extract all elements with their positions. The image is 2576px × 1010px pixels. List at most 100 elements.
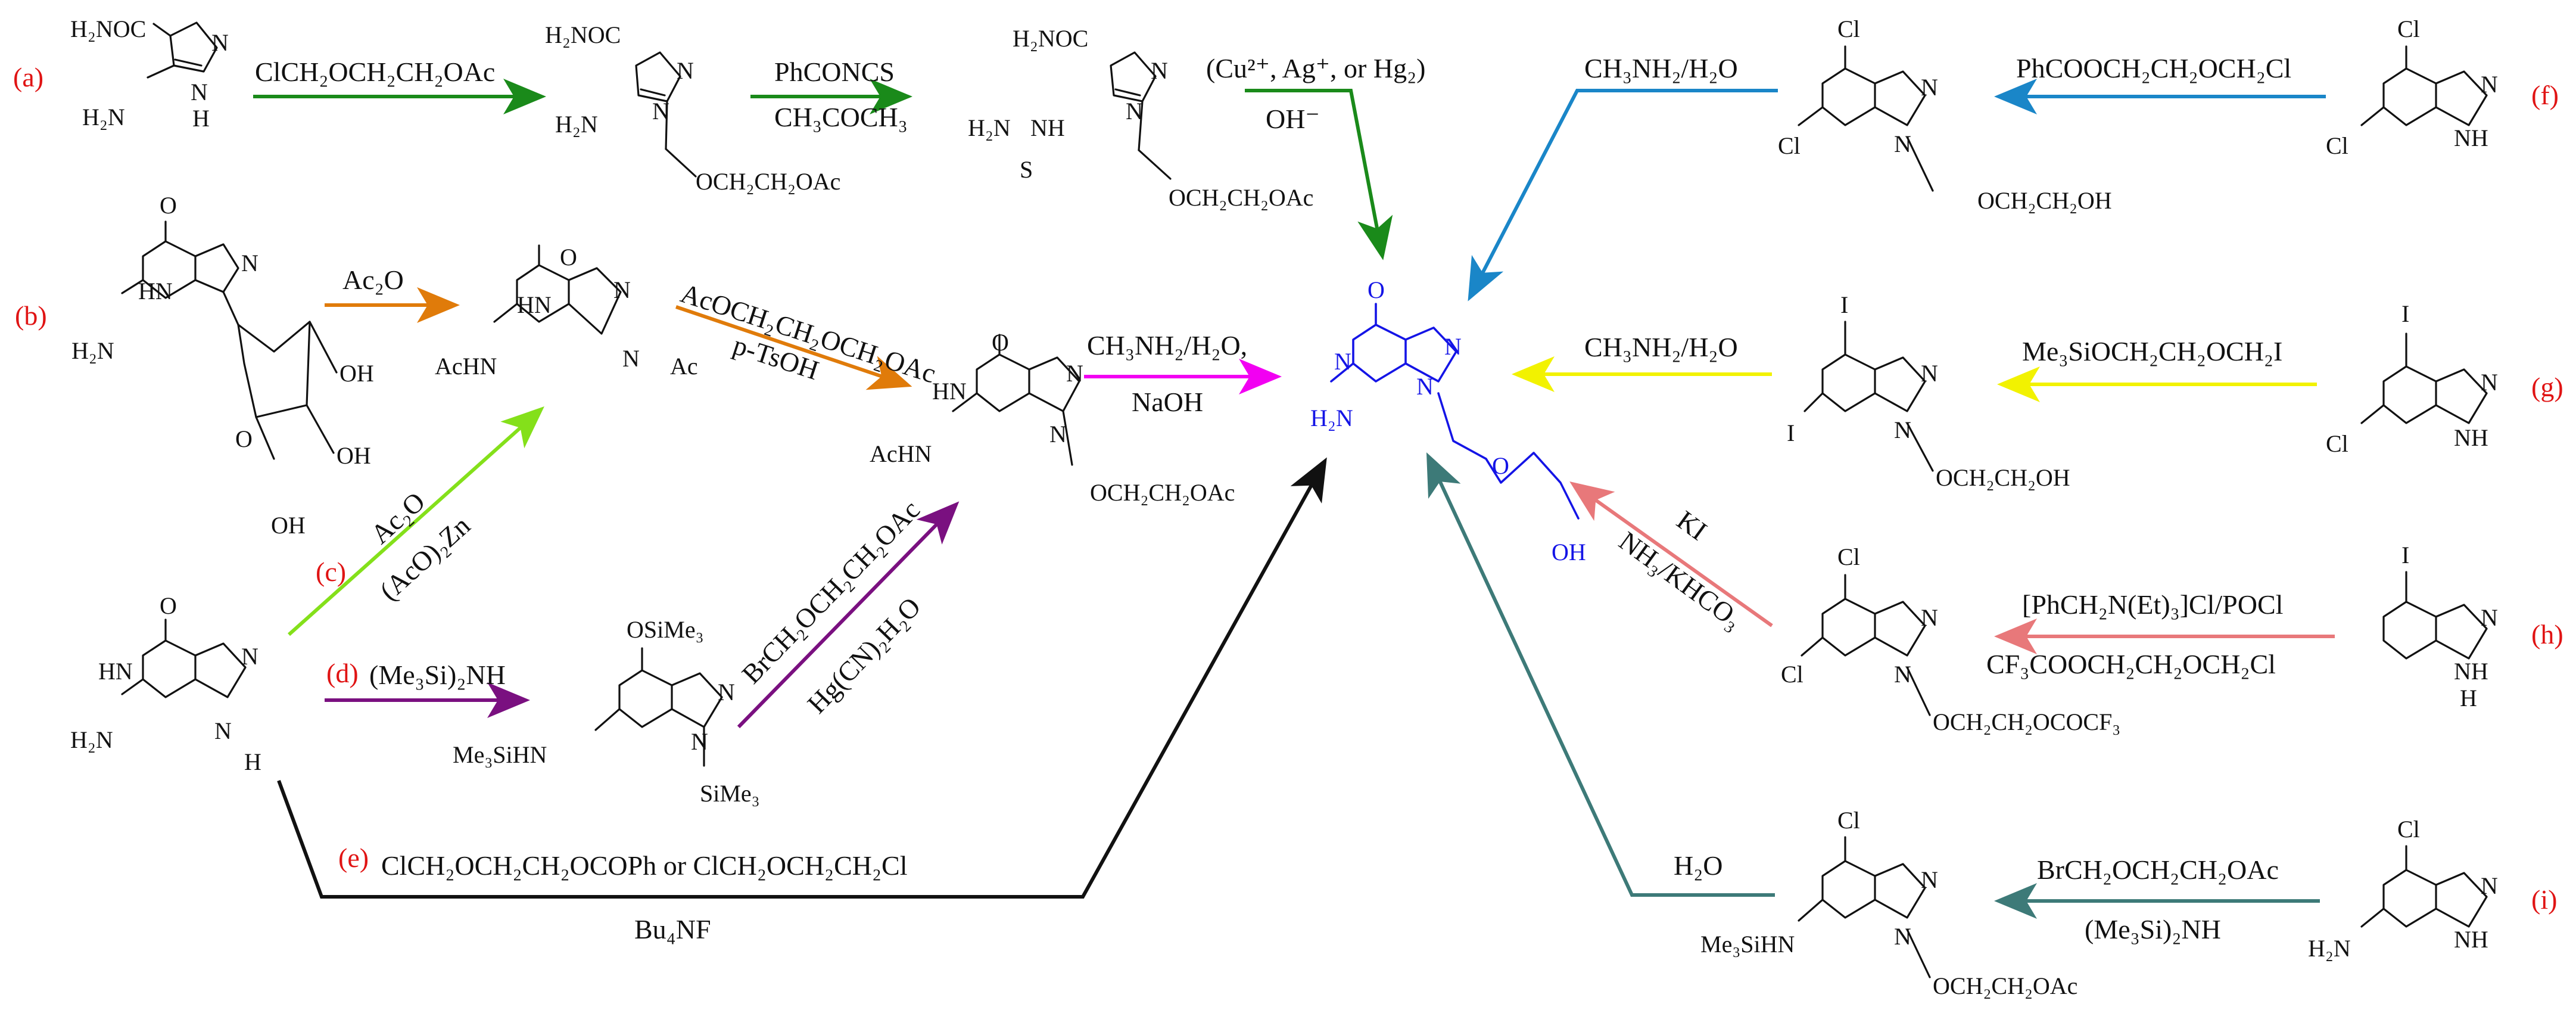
iodochloropurine: I Cl N NH [2326,300,2498,457]
arrow-e [277,457,1327,899]
ring-n: N [1444,333,1462,360]
chloro: Cl [2326,430,2348,457]
amino-group: H₂N [82,104,125,130]
carboxamide-group: H₂NOC [545,21,621,48]
reagent-g-step2: CH₃NH₂/H₂O [1584,332,1738,362]
ring-n: N [652,98,669,125]
reagent-b-step3-bottom: NaOH [1132,387,1203,417]
arrow-d-step2 [737,501,960,729]
amino-group: H₂N [70,726,113,753]
acetamido-group: AcHN [870,440,932,467]
hydroxyl: OH [337,442,371,469]
hydroxyl: OH [271,512,306,539]
ring-n: N [1049,421,1067,447]
chloro: Cl [1778,132,1801,159]
ring-hn: HN [98,658,133,685]
route-label-g: (g) [2531,372,2563,402]
silyl-group: SiMe₃ [700,780,760,807]
protected-acyclovir: O HN AcHN N N OCH₂CH₂OAc [870,329,1235,506]
side-chain: OCH₂CH₂OH [1936,464,2070,491]
silylamino-group: Me₃SiHN [1700,931,1795,958]
thiourea-intermediate: H₂NOC H₂N NH S N N OCH₂CH₂OAc [968,25,1313,211]
ring-n: N [241,250,258,276]
ring-n: N [1894,661,1911,688]
chloro: Cl [1837,15,1860,42]
carboxamide-group: H₂NOC [70,15,146,42]
carbonyl-o: O [560,244,577,271]
silylamino-group: Me₃SiHN [453,741,547,768]
ring-n: N [1894,130,1911,157]
thiourea-amine: H₂N [968,114,1011,141]
carbonyl-o: O [160,592,177,619]
reagent-g-step1: Me₃SiOCH₂CH₂OCH₂I [2022,336,2282,366]
amino-group: H₂N [1310,405,1353,431]
ether-o: O [1492,452,1509,479]
iodo: I [2401,300,2409,327]
reagent-b-step3-top: CH₃NH₂/H₂O, [1087,330,1247,361]
ring-n: N [677,57,694,84]
carbonyl-o: O [992,329,1009,356]
reagent-a-step3-top: (Cu²⁺, Ag⁺, or Hg₂) [1206,53,1425,83]
ring-n: N [1921,866,1938,893]
ring-n: N [1894,923,1911,950]
ring-n: N [1066,360,1083,387]
route-label-e: (e) [338,843,369,873]
amino-group: H₂N [555,111,598,138]
chloro: Cl [2397,816,2420,843]
arrow-f-step2 [1468,89,1778,302]
reagent-f-step2: CH₃NH₂/H₂O [1584,53,1738,83]
reagent-a-step2-bottom: CH₃COCH₃ [774,102,908,132]
route-label-b: (b) [15,300,47,331]
ring-n: N [1921,604,1938,631]
chloro: Cl [2397,15,2420,42]
reagent-a-step1: ClCH₂OCH₂CH₂OAc [255,57,495,87]
iodopurine: I N NH H [2382,542,2498,711]
ring-n: N [214,717,232,744]
ring-n: N [613,276,631,303]
aminochloropurine: Cl H₂N N NH [2308,816,2498,962]
ring-n: N [2481,369,2498,396]
ring-n: N [1894,417,1911,443]
ring-n: N [718,679,735,706]
iodo: I [1787,419,1795,446]
ring-n: N [1921,360,1938,387]
route-label-d: (d) [326,658,359,688]
reagent-f-step1: PhCOOCH₂CH₂OCH₂Cl [2016,53,2291,83]
side-chain: OCH₂CH₂OH [1977,187,2112,214]
chloro: Cl [1781,661,1803,688]
reagent-h-step2-bottom: NH₃/KHCO₃ [1613,526,1748,635]
silylated-guanine: OSiMe₃ Me₃SiHN N N SiMe₃ [453,616,760,807]
ring-h: H [244,748,261,775]
ring-nh: NH [2454,125,2488,151]
iodo: I [1840,291,1848,318]
ring-nh: NH [2454,926,2488,953]
ring-nh: N [191,79,208,105]
reagent-i-step1-top: BrCH₂OCH₂CH₂OAc [2037,854,2279,885]
ring-h: H [192,105,210,132]
route-label-f: (f) [2531,80,2559,110]
ring-n: N [622,345,640,372]
dichloropurine-alkylated: Cl Cl N N OCH₂CH₂OH [1778,15,2112,214]
arrow-i-step2 [1426,452,1775,897]
ring-n: N [1416,373,1434,400]
arrow-b-step2 [675,305,912,390]
ring-n: N [241,643,258,670]
reagent-d-step1: (Me₃Si)₂NH [369,660,506,690]
reagent-d-step2-top: BrCH₂OCH₂CH₂OAc [736,495,926,689]
ring-hn: HN [932,378,967,405]
iodo: I [2401,542,2409,568]
hydroxyl: OH [339,360,374,387]
silylated-aminochloropurine: Cl Me₃SiHN N N OCH₂CH₂OAc [1700,807,2077,999]
arrow-c [288,406,544,636]
reagent-a-step2-top: PhCONCS [774,57,895,87]
carbonyl-o: O [1368,276,1385,303]
carboxamide-group: H₂NOC [1013,25,1088,52]
reagent-h-step1-bottom: CF₃COOCH₂CH₂OCH₂Cl [1986,649,2276,679]
ring-n: N [211,29,229,56]
route-label-h: (h) [2531,619,2563,649]
acetamido-group: AcHN [435,353,497,380]
ring-n: N [2481,872,2498,899]
ring-h: H [2460,685,2477,711]
ring-n: N [691,728,708,755]
